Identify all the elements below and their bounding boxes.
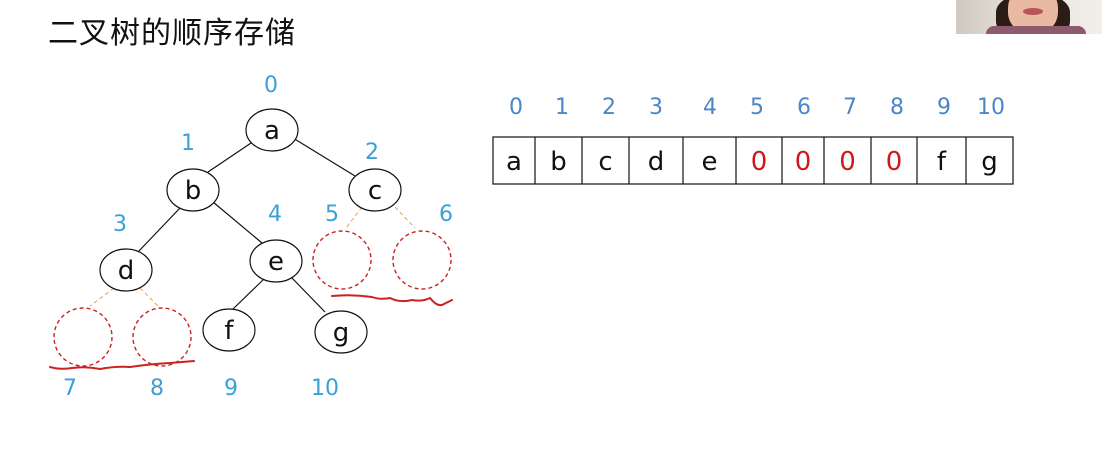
array-index-label: 8 [890, 95, 904, 120]
tree-index-c: 2 [365, 140, 379, 165]
edge-a-c [292, 137, 356, 177]
empty-slot-5 [312, 230, 372, 290]
tree-node-label: f [224, 316, 234, 346]
array-outline [492, 136, 1014, 185]
array-cell-value: b [550, 147, 567, 177]
scribble-annotations [49, 294, 453, 371]
ghost-edge-c-6 [394, 206, 416, 229]
tree-index-8: 8 [150, 376, 164, 401]
presenter-webcam-thumbnail [956, 0, 1102, 34]
tree-index-b: 1 [181, 131, 195, 156]
tree-index-f: 9 [224, 376, 238, 401]
array-index-label: 1 [555, 95, 569, 120]
edge-e-f [232, 277, 266, 310]
ghost-edge-d-7 [89, 287, 115, 307]
edge-a-b [207, 140, 255, 173]
array-index-label: 0 [509, 95, 523, 120]
array-cell-value: a [506, 147, 522, 177]
array-dividers [534, 137, 967, 184]
tree-index-a: 0 [264, 73, 278, 98]
tree-node-c: c [348, 168, 402, 212]
tree-index-5: 5 [325, 202, 339, 227]
array-cell-value: f [937, 147, 947, 177]
array-index-label: 7 [843, 95, 857, 120]
array-index-label: 4 [703, 95, 717, 120]
tree-node-label: g [333, 318, 350, 348]
array-index-label: 3 [649, 95, 663, 120]
array-index-label: 10 [977, 95, 1005, 120]
tree-node-e: e [249, 239, 303, 283]
tree-nodes: a b c d e f g [99, 108, 402, 354]
edge-b-d [137, 207, 181, 253]
tree-node-label: b [185, 176, 202, 206]
array-cell-value: d [648, 147, 665, 177]
tree-node-g: g [314, 310, 368, 354]
edge-b-e [212, 201, 263, 244]
array-index-label: 9 [937, 95, 951, 120]
array-cell-empty: 0 [795, 147, 812, 177]
array-indices: 0 1 2 3 4 5 6 7 8 9 10 [509, 95, 1005, 120]
tree-index-7: 7 [63, 376, 77, 401]
array-index-label: 2 [602, 95, 616, 120]
tree-node-d: d [99, 248, 153, 292]
tree-index-g: 10 [311, 376, 339, 401]
array-cell-value: g [981, 147, 998, 177]
edge-e-g [291, 277, 326, 313]
tree-indices: 0 1 2 3 4 5 6 7 8 9 10 [63, 73, 453, 401]
array-cell-empty: 0 [751, 147, 768, 177]
tree-node-label: e [268, 247, 284, 277]
empty-slot-7 [53, 307, 113, 367]
array-index-label: 6 [797, 95, 811, 120]
array-cell-empty: 0 [886, 147, 903, 177]
array-cell-empty: 0 [839, 147, 856, 177]
tree-index-6: 6 [439, 202, 453, 227]
array-cell-value: e [702, 147, 718, 177]
scribble-under-7-8 [49, 360, 195, 371]
array-index-label: 5 [750, 95, 764, 120]
ghost-edge-d-8 [139, 287, 159, 307]
tree-index-e: 4 [268, 202, 282, 227]
array-cell-value: c [598, 147, 612, 177]
tree-node-label: a [264, 116, 280, 146]
tree-node-b: b [166, 168, 220, 212]
tree-edges [137, 137, 356, 313]
empty-slot-8 [132, 307, 192, 367]
ghost-edge-c-5 [345, 206, 363, 229]
tree-node-f: f [202, 308, 256, 352]
tree-node-label: d [118, 256, 135, 286]
tree-node-label: c [368, 176, 382, 206]
tree-index-d: 3 [113, 212, 127, 237]
empty-slot-6 [392, 230, 452, 290]
tree-node-a: a [245, 108, 299, 152]
empty-slots [53, 230, 452, 367]
slide-title: 二叉树的顺序存储 [48, 16, 296, 51]
ghost-edges [89, 206, 416, 307]
scribble-under-5-6 [331, 294, 453, 307]
